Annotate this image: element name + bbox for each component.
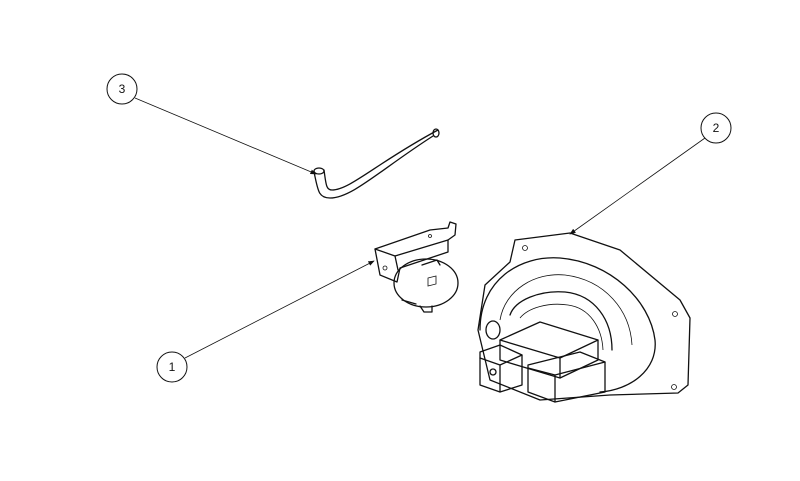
callout-label: 3: [119, 82, 126, 96]
blower-motor-part[interactable]: [477, 232, 691, 403]
pressure-switch-part[interactable]: [374, 221, 459, 313]
callout-label: 2: [713, 121, 720, 135]
leader-line-3: [134, 97, 317, 175]
callout-1[interactable]: 1: [156, 351, 188, 383]
callout-3[interactable]: 3: [106, 73, 138, 105]
callout-label: 1: [169, 360, 176, 374]
callout-2[interactable]: 2: [700, 112, 732, 144]
leader-line-1: [184, 260, 375, 359]
hose-part[interactable]: [313, 128, 440, 199]
leader-line-2: [569, 137, 706, 235]
